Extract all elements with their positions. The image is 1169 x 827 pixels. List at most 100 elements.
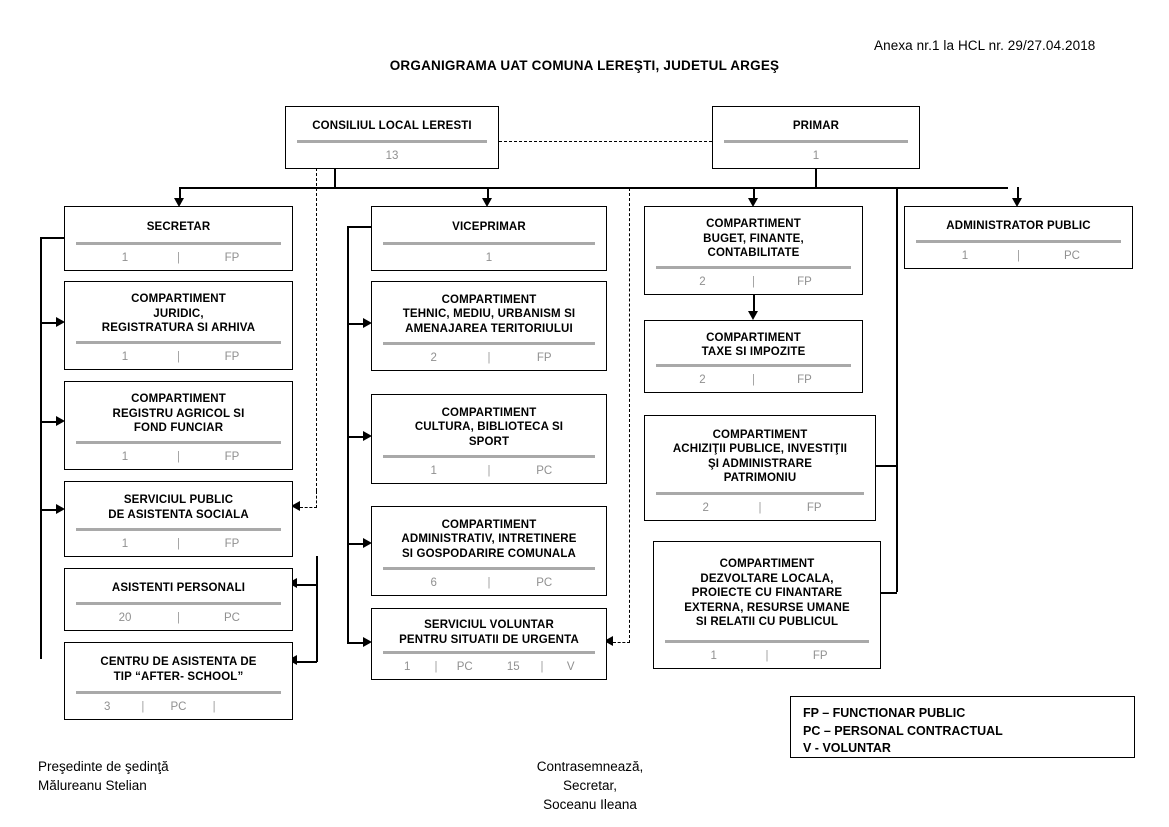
node-title: COMPARTIMENT TEHNIC, MEDIU, URBANISM SI … xyxy=(402,293,576,335)
node-type: PC xyxy=(536,464,553,477)
connector-consiliu-dashed-right-turn xyxy=(613,642,630,643)
node-footer: 3 | PC | xyxy=(65,694,292,719)
connector-consiliu-dashed-left-elbow xyxy=(316,491,317,508)
node-separator: | xyxy=(177,251,180,264)
node-footer: 1 xyxy=(713,143,919,168)
node-separator: | xyxy=(177,450,180,463)
node-rule xyxy=(76,242,281,245)
node-primar[interactable]: PRIMAR 1 xyxy=(712,106,920,169)
node-type: PC xyxy=(224,611,240,624)
node-count: 1 xyxy=(961,249,969,262)
arrowhead-administrativ xyxy=(363,538,372,548)
node-separator-2: | xyxy=(212,700,216,713)
connector-consiliu-dashed-left-turn xyxy=(300,507,317,508)
signature-left: Preşedinte de şedinţă Mălureanu Stelian xyxy=(38,759,169,793)
node-count: 6 xyxy=(430,576,437,589)
node-title: ADMINISTRATOR PUBLIC xyxy=(946,219,1091,232)
connector-consiliu-primar-dashed xyxy=(499,141,712,142)
node-type-2: V xyxy=(566,660,575,673)
node-separator: | xyxy=(1017,249,1020,262)
node-consiliul-local[interactable]: CONSILIUL LOCAL LERESTI 13 xyxy=(285,106,499,169)
node-footer: 2 | FP xyxy=(645,367,862,392)
connector-adminpublic-bus xyxy=(896,188,899,592)
node-juridic[interactable]: COMPARTIMENT JURIDIC, REGISTRATURA SI AR… xyxy=(64,281,293,370)
node-separator: | xyxy=(487,464,491,477)
node-type: PC xyxy=(536,576,553,589)
node-type: PC xyxy=(456,660,473,673)
node-footer: 1 | FP xyxy=(65,531,292,556)
node-separator: | xyxy=(177,537,180,550)
node-type: FP xyxy=(224,450,240,463)
signature-right: Contrasemnează, Secretar, Soceanu Ileana xyxy=(536,759,644,812)
node-administrativ[interactable]: COMPARTIMENT ADMINISTRATIV, INTRETINERE … xyxy=(371,506,607,596)
node-after-school[interactable]: CENTRU DE ASISTENTA DE TIP “AFTER- SCHOO… xyxy=(64,642,293,720)
node-title: CENTRU DE ASISTENTA DE TIP “AFTER- SCHOO… xyxy=(100,656,257,683)
node-count: 13 xyxy=(385,149,399,162)
node-dezvoltare[interactable]: COMPARTIMENT DEZVOLTARE LOCALA, PROIECTE… xyxy=(653,541,881,669)
node-rule xyxy=(76,602,281,605)
connector-asistenta-bus xyxy=(316,556,319,662)
node-rule xyxy=(76,341,281,344)
arrowhead-asistenta-sociala-dashed xyxy=(291,501,300,511)
connector-adminpublic-to-dezvoltare xyxy=(872,592,897,595)
arrowhead-secretar xyxy=(174,198,184,207)
connector-viceprimar-to-svsu xyxy=(347,642,367,645)
node-title: SERVICIUL PUBLIC DE ASISTENTA SOCIALA xyxy=(108,494,249,521)
node-achizitii[interactable]: COMPARTIMENT ACHIZIŢII PUBLICE, INVESTIŢ… xyxy=(644,415,876,521)
node-viceprimar[interactable]: VICEPRIMAR 1 xyxy=(371,206,607,271)
node-tehnic[interactable]: COMPARTIMENT TEHNIC, MEDIU, URBANISM SI … xyxy=(371,281,607,371)
arrowhead-buget xyxy=(748,198,758,207)
legend-box: FP – FUNCTIONAR PUBLIC PC – PERSONAL CON… xyxy=(790,696,1135,758)
connector-viceprimar-bus xyxy=(347,226,350,643)
node-footer: 1 xyxy=(372,245,606,270)
connector-drop-viceprimar xyxy=(487,187,490,201)
node-svsu[interactable]: SERVICIUL VOLUNTAR PENTRU SITUATII DE UR… xyxy=(371,608,607,680)
node-cultura[interactable]: COMPARTIMENT CULTURA, BIBLIOTECA SI SPOR… xyxy=(371,394,607,484)
node-separator-2: | xyxy=(540,660,544,673)
node-asistenti-personali[interactable]: ASISTENTI PERSONALI 20 | PC xyxy=(64,568,293,631)
node-title: COMPARTIMENT CULTURA, BIBLIOTECA SI SPOR… xyxy=(414,406,564,448)
connector-asistenta-to-personali xyxy=(296,584,317,587)
node-count: 1 xyxy=(485,251,493,264)
node-rule xyxy=(76,691,281,694)
node-registru-agricol[interactable]: COMPARTIMENT REGISTRU AGRICOL SI FOND FU… xyxy=(64,381,293,470)
node-footer: 1 | FP xyxy=(65,444,292,469)
node-asistenta-sociala[interactable]: SERVICIUL PUBLIC DE ASISTENTA SOCIALA 1 … xyxy=(64,481,293,557)
node-title: COMPARTIMENT BUGET, FINANTE, CONTABILITA… xyxy=(703,218,804,260)
node-secretar[interactable]: SECRETAR 1 | FP xyxy=(64,206,293,271)
node-separator: | xyxy=(141,700,145,713)
node-buget[interactable]: COMPARTIMENT BUGET, FINANTE, CONTABILITA… xyxy=(644,206,863,295)
node-footer: 6 | PC xyxy=(372,570,606,595)
node-title: PRIMAR xyxy=(792,119,840,132)
connector-secretar-to-juridic xyxy=(40,322,60,325)
node-separator: | xyxy=(434,660,438,673)
node-taxe[interactable]: COMPARTIMENT TAXE SI IMPOZITE 2 | FP xyxy=(644,320,863,393)
arrowhead-tehnic xyxy=(363,318,372,328)
node-title: VICEPRIMAR xyxy=(452,220,526,233)
node-separator: | xyxy=(177,350,180,363)
node-type: FP xyxy=(812,649,828,662)
node-count: 2 xyxy=(430,351,437,364)
connector-consiliu-dashed-right xyxy=(629,188,630,643)
node-footer: 1 | FP xyxy=(654,643,880,668)
node-separator: | xyxy=(752,275,755,288)
node-count: 2 xyxy=(699,373,706,386)
node-count-2: 15 xyxy=(506,660,520,673)
node-rule xyxy=(724,140,908,143)
node-separator: | xyxy=(487,576,491,589)
connector-viceprimar-to-administrativ xyxy=(347,543,367,546)
node-type: FP xyxy=(224,350,240,363)
node-rule xyxy=(297,140,487,143)
connector-secretar-bus-top xyxy=(40,237,64,240)
node-type: FP xyxy=(224,251,240,264)
node-count: 20 xyxy=(118,611,132,624)
node-administrator-public[interactable]: ADMINISTRATOR PUBLIC 1 | PC xyxy=(904,206,1133,269)
arrowhead-viceprimar xyxy=(482,198,492,207)
node-footer: 2 | FP xyxy=(645,269,862,294)
node-count: 3 xyxy=(103,700,111,713)
arrowhead-svsu xyxy=(363,637,372,647)
connector-viceprimar-to-tehnic xyxy=(347,323,367,326)
node-rule xyxy=(383,242,595,245)
node-title: SERVICIUL VOLUNTAR PENTRU SITUATII DE UR… xyxy=(399,619,579,646)
node-footer: 2 | FP xyxy=(372,345,606,370)
